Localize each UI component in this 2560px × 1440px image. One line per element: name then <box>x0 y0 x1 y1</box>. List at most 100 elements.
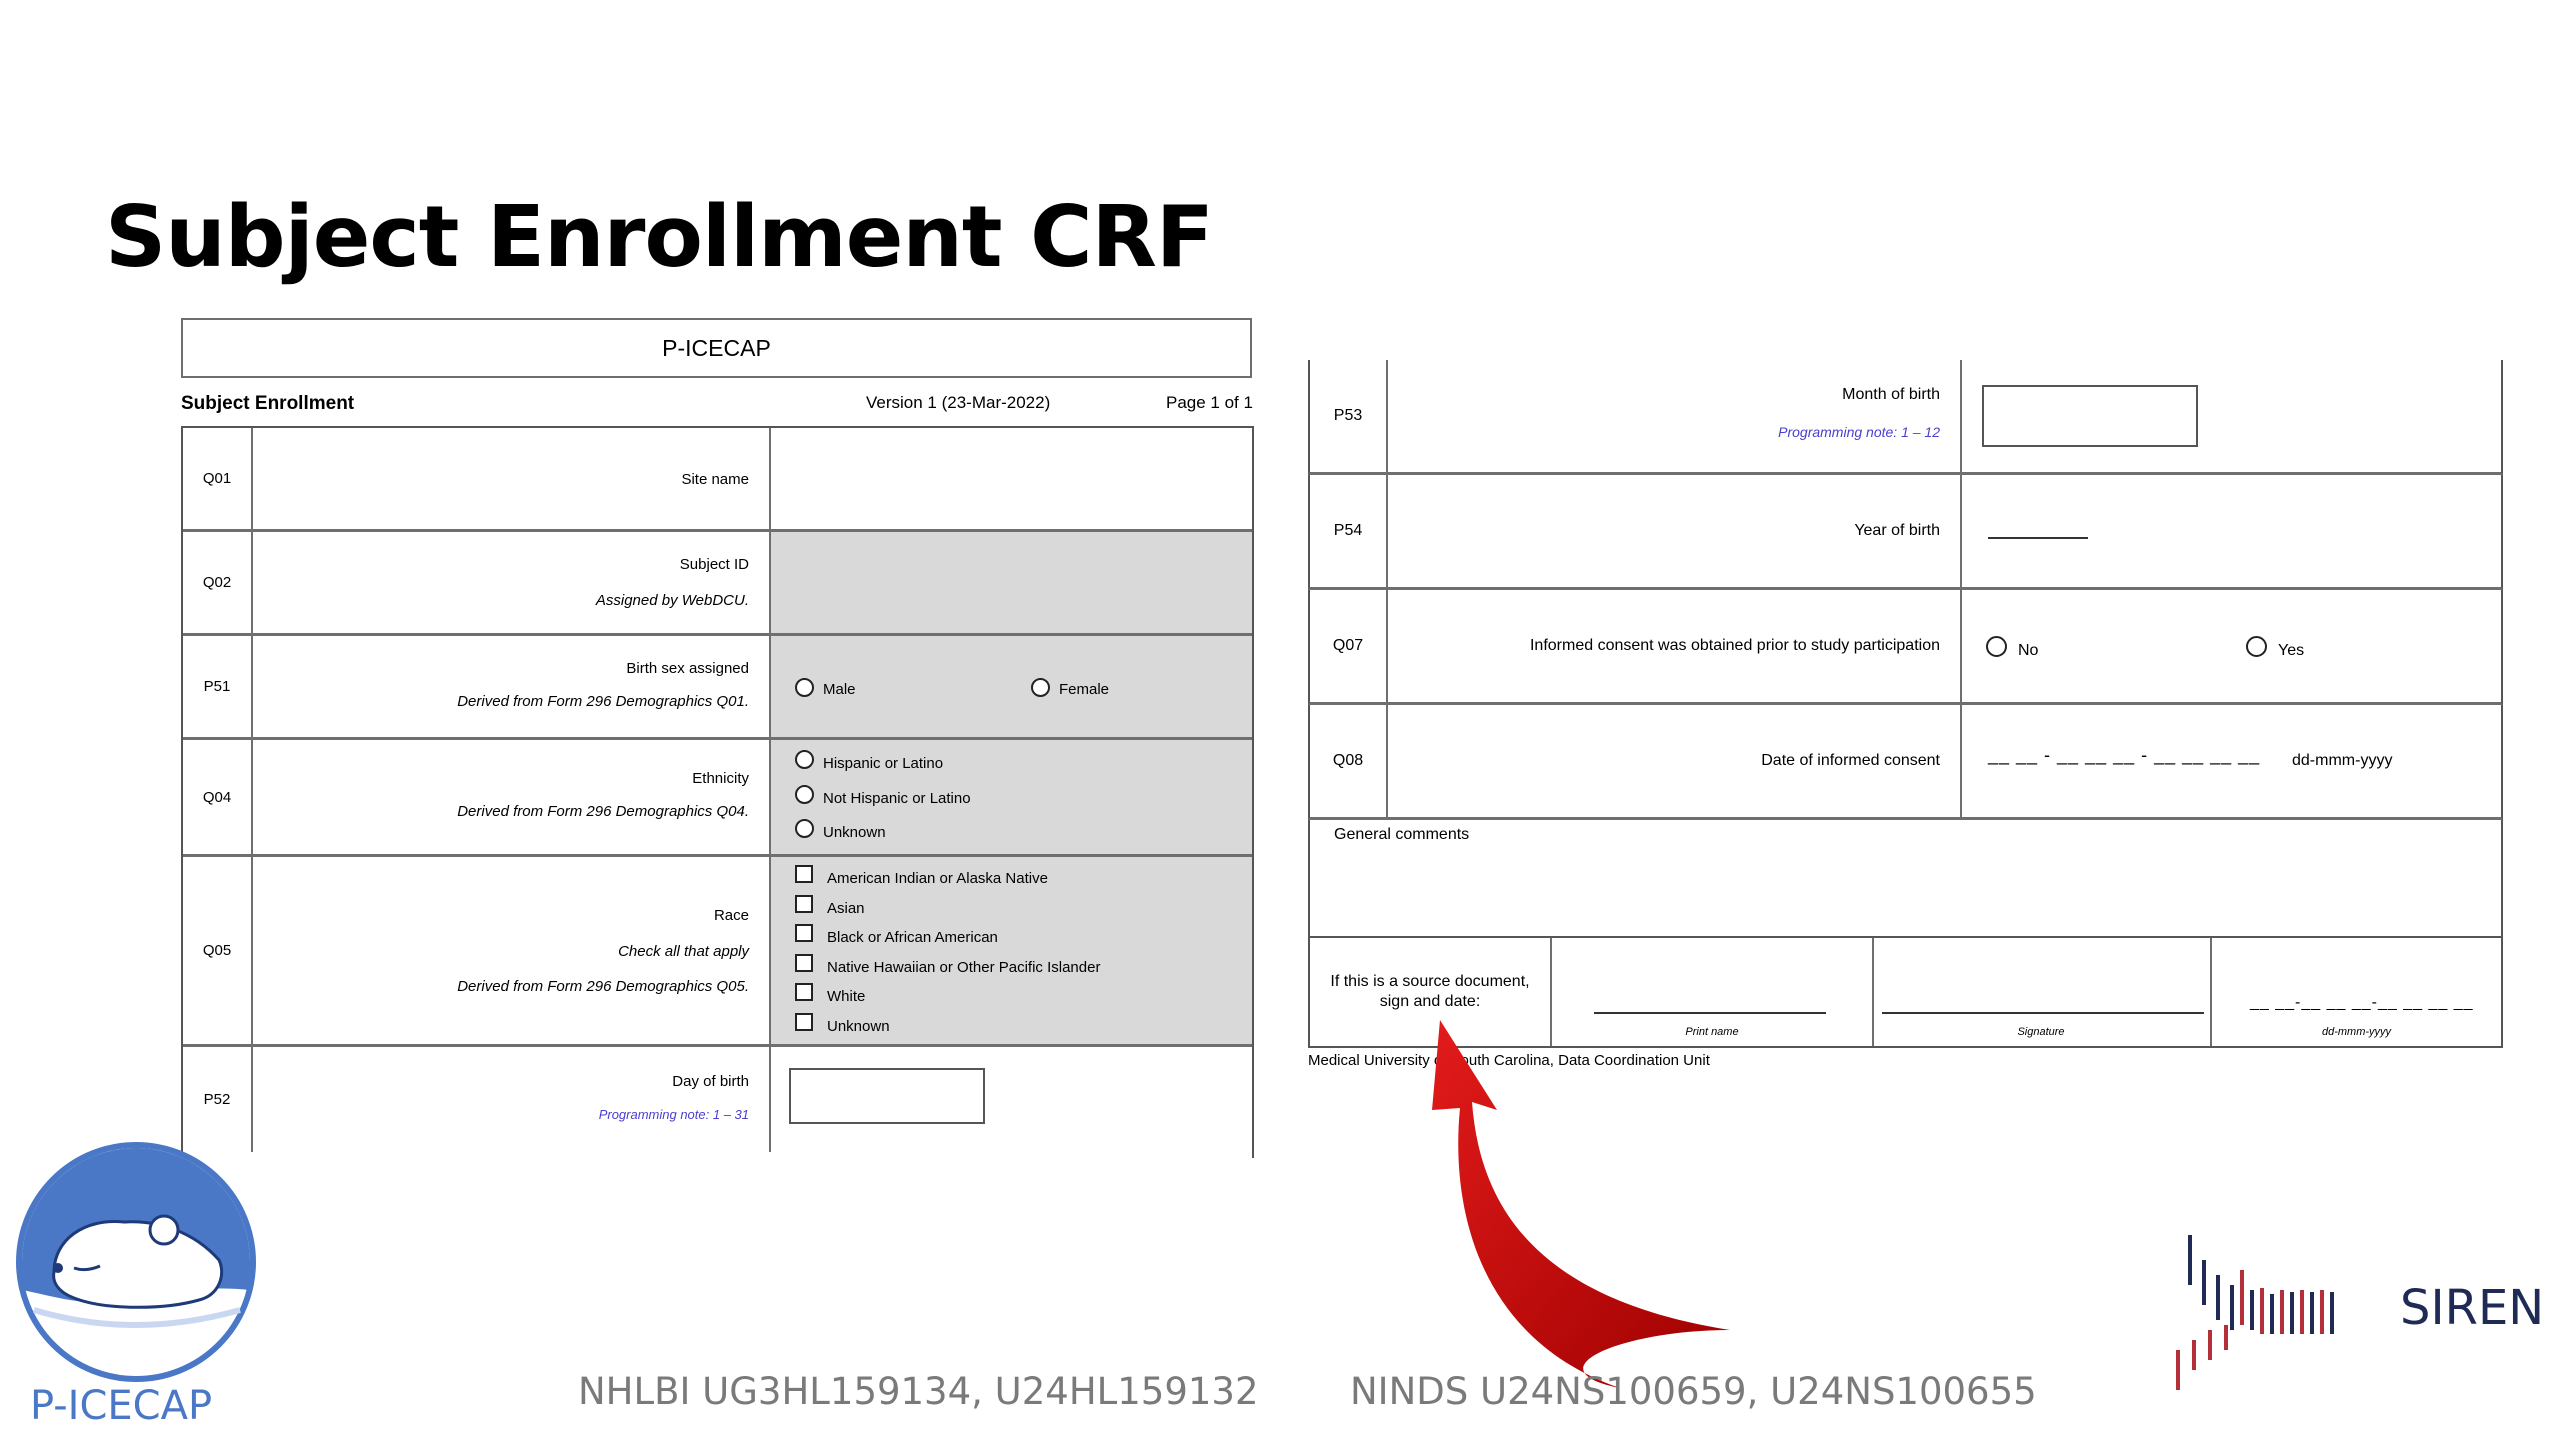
option-label: Native Hawaiian or Other Pacific Islande… <box>827 959 1101 976</box>
signature-row: If this is a source document, sign and d… <box>1308 938 2503 1048</box>
slide-title: Subject Enrollment CRF <box>105 188 1214 287</box>
question-number: P51 <box>183 636 253 737</box>
checkbox-black[interactable] <box>795 924 813 942</box>
radio-female[interactable] <box>1031 678 1050 697</box>
question-number: P54 <box>1310 475 1388 587</box>
table-row: P52 Day of birth Programming note: 1 – 3… <box>183 1047 1252 1152</box>
option-label: Male <box>823 681 856 698</box>
option-label: Hispanic or Latino <box>823 755 944 772</box>
programming-note: Programming note: 1 – 12 <box>1778 424 1940 440</box>
table-row: P53 Month of birth Programming note: 1 –… <box>1308 360 2503 475</box>
question-number: Q05 <box>183 857 253 1044</box>
form-table: Q01 Site name Q02 Subject ID Assigned by… <box>181 426 1254 1158</box>
option-label: Unknown <box>823 824 886 841</box>
radio-consent-no[interactable] <box>1986 636 2007 657</box>
question-label: Race <box>713 907 749 924</box>
form-version: Version 1 (23-Mar-2022) <box>866 393 1051 412</box>
signature-line[interactable] <box>1882 1012 2204 1014</box>
option-label: Black or African American <box>827 929 998 946</box>
birth-sex-options: Male Female <box>769 636 1252 737</box>
question-note: Assigned by WebDCU. <box>595 592 749 609</box>
checkbox-race-unknown[interactable] <box>795 1013 813 1031</box>
option-label: American Indian or Alaska Native <box>827 870 1048 887</box>
crf-form-page-1: P-ICECAP Subject Enrollment Version 1 (2… <box>181 318 1254 1158</box>
question-label: Year of birth <box>1854 522 1940 539</box>
question-label: Birth sex assigned <box>626 660 749 677</box>
question-label: Subject ID <box>679 556 749 573</box>
question-label: Informed consent was obtained prior to s… <box>1529 637 1940 654</box>
race-options: American Indian or Alaska Native Asian B… <box>769 857 1252 1044</box>
checkbox-pacific-islander[interactable] <box>795 954 813 972</box>
table-row: Q02 Subject ID Assigned by WebDCU. <box>183 532 1252 636</box>
red-arrow-icon <box>1432 1020 1730 1388</box>
form-header: P-ICECAP <box>181 318 1252 378</box>
sign-date-caption: dd-mmm-yyyy <box>2321 1026 2392 1038</box>
general-comments-label: General comments <box>1334 826 1470 843</box>
question-number: Q01 <box>183 428 253 529</box>
table-row: Q05 Race Check all that apply Derived fr… <box>183 857 1252 1047</box>
checkbox-asian[interactable] <box>795 895 813 913</box>
site-name-field[interactable] <box>769 428 1252 529</box>
option-label: White <box>827 988 866 1005</box>
table-row: Q08 Date of informed consent __ __ - __ … <box>1308 705 2503 820</box>
ethnicity-options: Hispanic or Latino Not Hispanic or Latin… <box>769 740 1252 854</box>
checkbox-american-indian[interactable] <box>795 865 813 883</box>
question-number: P52 <box>183 1047 253 1152</box>
radio-not-hispanic[interactable] <box>795 785 814 804</box>
grant-nhlbi: NHLBI UG3HL159134, U24HL159132 <box>578 1370 1259 1413</box>
footer-org: Medical University of South Carolina, Da… <box>1308 1052 1710 1069</box>
question-label: Day of birth <box>672 1073 749 1090</box>
programming-note: Programming note: 1 – 31 <box>598 1107 749 1122</box>
date-format-hint: dd-mmm-yyyy <box>2292 752 2393 769</box>
radio-ethnicity-unknown[interactable] <box>795 819 814 838</box>
picecap-logo <box>14 1140 259 1385</box>
subject-id-field <box>769 532 1252 633</box>
question-number: Q07 <box>1310 590 1388 702</box>
general-comments-box[interactable]: General comments <box>1308 820 2503 938</box>
print-name-caption: Print name <box>1685 1026 1739 1038</box>
question-label: Month of birth <box>1842 386 1940 403</box>
question-note: Derived from Form 296 Demographics Q05. <box>457 978 749 995</box>
radio-male[interactable] <box>795 678 814 697</box>
question-note: Derived from Form 296 Demographics Q04. <box>457 803 749 820</box>
print-name-line[interactable] <box>1594 1012 1826 1014</box>
question-label: Ethnicity <box>692 770 749 787</box>
siren-logo-text: SIREN <box>2400 1280 2545 1336</box>
question-note: Derived from Form 296 Demographics Q01. <box>457 693 749 710</box>
option-label: Unknown <box>827 1018 890 1035</box>
table-row: Q01 Site name <box>183 428 1252 532</box>
siren-logo-icon <box>2176 1235 2334 1390</box>
polar-bear-icon <box>16 1142 256 1382</box>
consent-date-blanks[interactable]: __ __ - __ __ __ - __ __ __ __ <box>1988 745 2261 765</box>
source-doc-label: If this is a source document, sign and d… <box>1310 938 1552 1046</box>
picecap-logo-text: P-ICECAP <box>30 1383 213 1429</box>
option-label: No <box>2018 642 2039 659</box>
radio-consent-yes[interactable] <box>2246 636 2267 657</box>
question-number: Q02 <box>183 532 253 633</box>
question-number: P53 <box>1310 360 1388 472</box>
year-of-birth-line[interactable] <box>1988 537 2088 539</box>
table-row: P51 Birth sex assigned Derived from Form… <box>183 636 1252 740</box>
question-number: Q08 <box>1310 705 1388 817</box>
day-of-birth-input[interactable] <box>789 1068 985 1124</box>
option-label: Yes <box>2278 642 2305 659</box>
question-label: Site name <box>681 471 749 488</box>
question-note: Check all that apply <box>618 943 749 960</box>
option-label: Female <box>1059 681 1110 698</box>
question-label: Date of informed consent <box>1761 752 1940 769</box>
checkbox-white[interactable] <box>795 983 813 1001</box>
option-label: Asian <box>827 900 865 917</box>
form-page-number: Page 1 of 1 <box>1166 393 1253 412</box>
sign-date-blanks[interactable]: __ __-__ __ __-__ __ __ __ <box>2250 994 2474 1011</box>
form-title: Subject Enrollment <box>181 393 355 414</box>
table-row: Q04 Ethnicity Derived from Form 296 Demo… <box>183 740 1252 857</box>
crf-form-page-2: P53 Month of birth Programming note: 1 –… <box>1308 360 2503 1070</box>
table-row: Q07 Informed consent was obtained prior … <box>1308 590 2503 705</box>
table-row: P54 Year of birth <box>1308 475 2503 590</box>
radio-hispanic[interactable] <box>795 750 814 769</box>
question-number: Q04 <box>183 740 253 854</box>
grant-ninds: NINDS U24NS100659, U24NS100655 <box>1350 1370 2037 1413</box>
option-label: Not Hispanic or Latino <box>823 790 971 807</box>
month-of-birth-input[interactable] <box>1982 385 2198 447</box>
signature-caption: Signature <box>2017 1026 2065 1038</box>
